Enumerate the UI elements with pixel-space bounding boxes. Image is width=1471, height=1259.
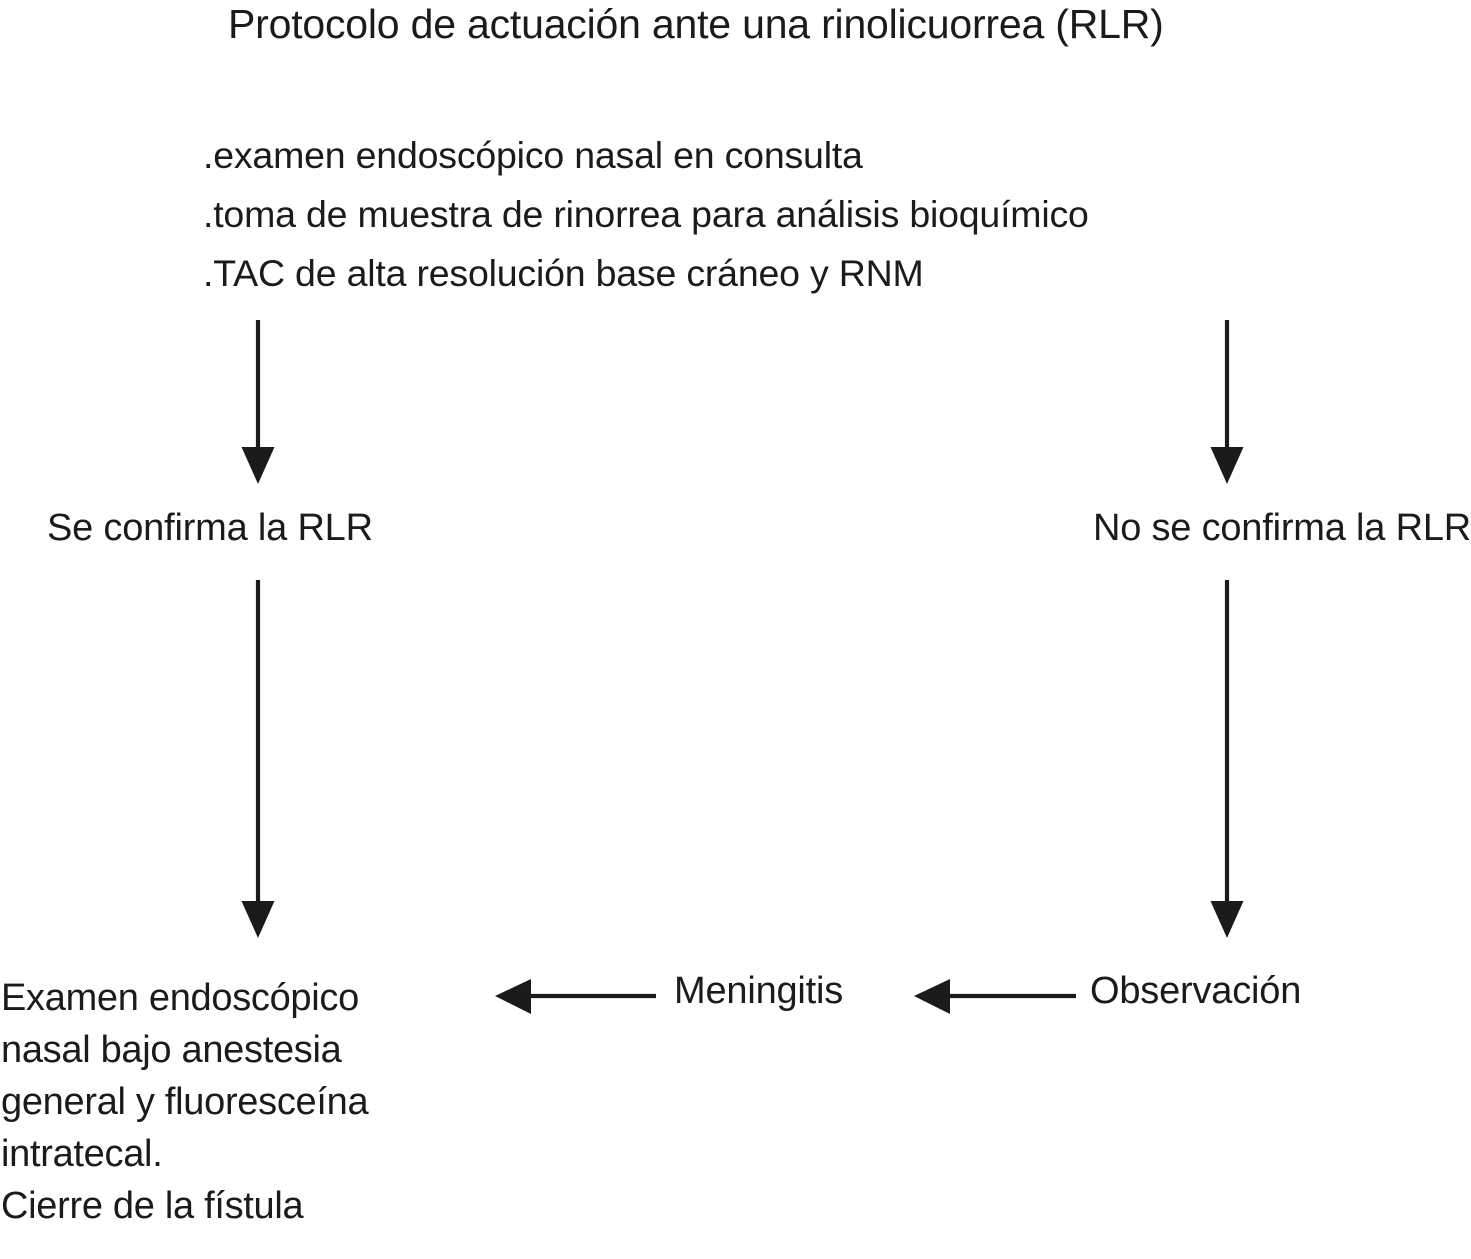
node-surgical-treatment-line: Examen endoscópico	[1, 977, 359, 1019]
arrow-workup-to-not-confirmed	[1210, 320, 1244, 484]
node-surgical-treatment-line: nasal bajo anestesia	[1, 1029, 342, 1071]
node-surgical-treatment-line: intratecal.	[1, 1133, 163, 1175]
node-meningitis: Meningitis	[674, 970, 844, 1012]
node-rlr-not-confirmed: No se confirma la RLR	[1092, 507, 1471, 549]
arrow-workup-to-confirmed	[241, 320, 275, 484]
arrow-meningitis-to-surgery	[495, 979, 656, 1014]
workup-list-item: .TAC de alta resolución base cráneo y RN…	[203, 252, 924, 294]
node-observacion: Observación	[1090, 970, 1302, 1012]
node-surgical-treatment-line: Cierre de la fístula	[1, 1185, 304, 1227]
workup-list-item: .toma de muestra de rinorrea para anális…	[203, 193, 1089, 235]
workup-list-item: .examen endoscópico nasal en consulta	[203, 134, 863, 176]
node-rlr-confirmed: Se confirma la RLR	[47, 507, 373, 549]
arrow-not-confirmed-to-observation	[1210, 580, 1244, 938]
arrow-confirmed-to-surgery	[241, 580, 275, 938]
node-surgical-treatment: Examen endoscópico nasal bajo anestesia …	[1, 972, 501, 1232]
node-surgical-treatment-line: general y fluoresceína	[1, 1081, 369, 1123]
workup-list: .examen endoscópico nasal en consulta .t…	[203, 126, 1089, 303]
page-title: Protocolo de actuación ante una rinolicu…	[228, 1, 1164, 47]
arrow-observation-to-meningitis	[914, 979, 1076, 1014]
